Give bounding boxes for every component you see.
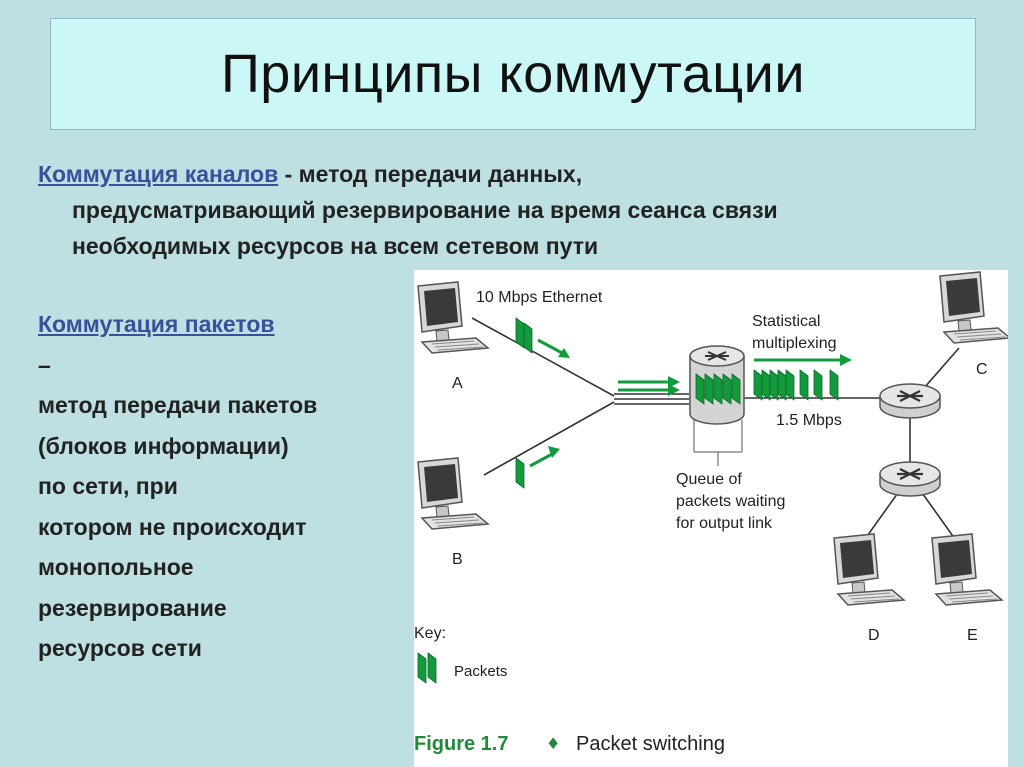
link-a [472, 318, 614, 396]
host-c-computer-icon [940, 272, 1008, 343]
key-packets-icon [418, 653, 436, 683]
host-d-computer-icon [834, 534, 904, 605]
packet-switching-definition: Коммутация пакетов – метод передачи паке… [38, 304, 398, 669]
packet-line-4: котором не происходит [38, 507, 398, 548]
host-a-label: A [452, 375, 463, 392]
packet-switching-term[interactable]: Коммутация пакетов [38, 304, 398, 345]
packet-line-6: резервирование [38, 588, 398, 629]
circuit-line-2: предусматривающий резервирование на врем… [38, 192, 998, 228]
figure-number: Figure 1.7 [414, 733, 508, 755]
circuit-line-1: - метод передачи данных, [278, 161, 582, 187]
packet-term-suffix: – [38, 345, 398, 386]
host-e-computer-icon [932, 534, 1002, 605]
stat-mux-label-1: Statistical [752, 313, 820, 330]
link-c [924, 348, 959, 388]
host-d-label: D [868, 627, 880, 644]
main-router-icon [690, 346, 744, 424]
host-c-label: C [976, 361, 988, 378]
host-b-label: B [452, 551, 463, 568]
queue-label-1: Queue of [676, 471, 742, 488]
packet-line-7: ресурсов сети [38, 628, 398, 669]
figure-caption: Packet switching [576, 733, 725, 755]
packet-line-2: (блоков информации) [38, 426, 398, 467]
caption-bullet: ♦ [546, 734, 560, 753]
packets-from-b [516, 446, 560, 488]
packets-key-label: Packets [454, 663, 507, 680]
key-label: Key: [414, 625, 446, 642]
incoming-arrows [618, 376, 680, 396]
circuit-switching-definition: Коммутация каналов - метод передачи данн… [38, 156, 998, 264]
queue-label-3: for output link [676, 515, 773, 532]
circuit-line-3: необходимых ресурсов на всем сетевом пут… [38, 228, 998, 264]
outgoing-packets [754, 354, 852, 400]
stat-mux-label-2: multiplexing [752, 335, 836, 352]
packet-switching-figure: 10 Mbps Ethernet Statistical multiplexin… [414, 270, 1008, 767]
queue-label-2: packets waiting [676, 493, 785, 510]
title-box: Принципы коммутации [50, 18, 976, 130]
link-rate-label: 1.5 Mbps [776, 412, 842, 429]
ethernet-label: 10 Mbps Ethernet [476, 289, 603, 306]
host-b-computer-icon [418, 458, 488, 529]
slide-title: Принципы коммутации [221, 43, 805, 105]
packet-line-5: монопольное [38, 547, 398, 588]
host-e-label: E [967, 627, 978, 644]
packet-line-3: по сети, при [38, 466, 398, 507]
queue-bracket [694, 420, 742, 466]
link-b [484, 402, 614, 475]
router-de-icon [880, 462, 940, 496]
router-c-icon [880, 384, 940, 418]
packet-line-1: метод передачи пакетов [38, 385, 398, 426]
packets-from-a [516, 318, 570, 358]
circuit-switching-term[interactable]: Коммутация каналов [38, 161, 278, 187]
